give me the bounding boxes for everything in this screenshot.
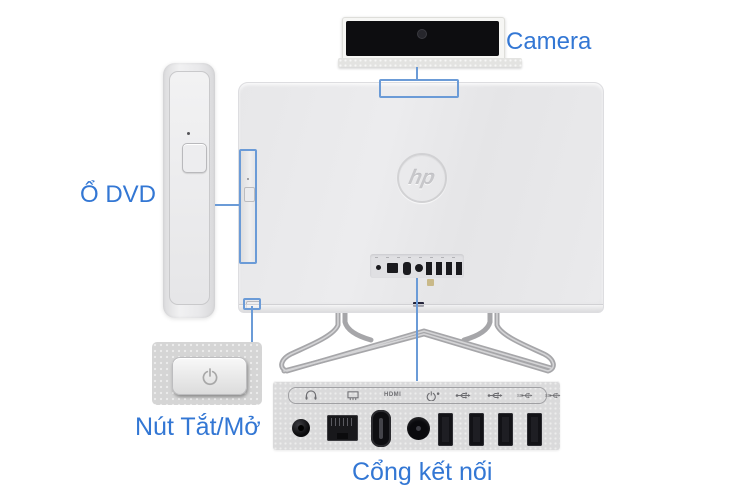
hp-logo: hp (397, 153, 447, 203)
hdmi-label: HDMI (384, 392, 402, 398)
ports-panel-enlarged: HDMI SS (273, 381, 561, 450)
mini-power-jack (415, 264, 423, 272)
pc-bottom-edge (239, 304, 603, 312)
port-icons-band: HDMI SS (288, 387, 561, 404)
dvd-drive-tray (169, 71, 210, 305)
dvd-label: Ổ DVD (80, 181, 157, 208)
hp-logo-text: hp (406, 166, 438, 189)
usb-port (527, 413, 542, 446)
mini-audio-jack (376, 265, 381, 270)
dvd-eject-button (182, 143, 207, 173)
pc-back-panel: hp (238, 82, 604, 313)
usb-port (469, 413, 484, 446)
mini-ethernet-port (387, 263, 398, 273)
dvd-eject-pinhole-large (187, 132, 190, 135)
usb-icon (455, 392, 471, 399)
mini-usb-port (436, 262, 442, 275)
rear-port-icons-row (375, 257, 459, 258)
usb-port (438, 413, 453, 446)
power-label: Nút Tắt/Mở (135, 413, 261, 441)
dvd-eject-pinhole (247, 178, 249, 180)
ethernet-port (327, 415, 358, 441)
camera-base (338, 58, 522, 67)
mini-usb-port (456, 262, 462, 275)
camera-callout-box (379, 79, 459, 98)
headphone-icon (305, 390, 317, 400)
usb-ss-icon: SS (545, 393, 561, 398)
dvd-callout-box (239, 149, 257, 264)
ports-label: Cổng kết nối (352, 458, 493, 486)
usb-icon (487, 392, 503, 399)
svg-text:SS: SS (517, 393, 523, 398)
power-callout-box (243, 298, 261, 310)
usb-ss-icon: SS (517, 393, 533, 398)
svg-text:SS: SS (545, 393, 551, 398)
rear-ports-recess (370, 254, 464, 278)
audio-jack (292, 419, 310, 437)
ethernet-icon (347, 391, 359, 401)
power-icon (202, 368, 217, 385)
power-callout-line (251, 306, 253, 342)
cable-tab (427, 279, 434, 286)
mini-usb-port (446, 262, 452, 275)
camera-lens-icon (417, 29, 427, 39)
hdmi-port (371, 410, 391, 447)
mini-hdmi-port (403, 262, 411, 275)
power-icon-small (426, 391, 440, 401)
mini-usb-port (426, 262, 432, 275)
power-button (172, 357, 247, 395)
camera-label: Camera (506, 28, 592, 55)
power-jack (407, 417, 430, 440)
ports-callout-line (416, 278, 418, 381)
dvd-eject-button-small (244, 187, 255, 202)
dvd-callout-line (215, 204, 239, 206)
camera-callout-line (416, 67, 418, 79)
usb-port (498, 413, 513, 446)
